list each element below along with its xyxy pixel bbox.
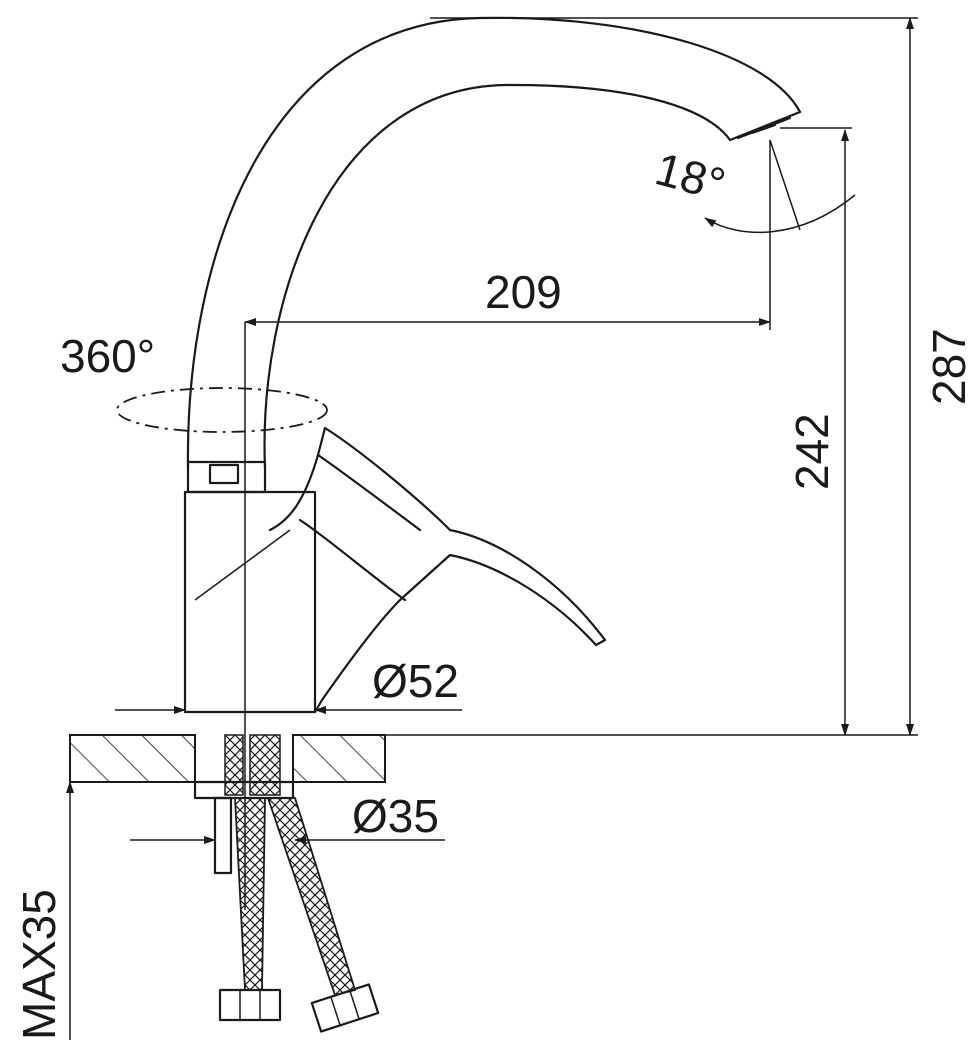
swivel-label: 360° <box>60 330 155 382</box>
swivel-indicator <box>116 387 328 433</box>
height-242-label: 242 <box>786 413 838 490</box>
supply-hoses <box>213 796 380 1033</box>
height-287-label: 287 <box>923 328 975 405</box>
angle-label: 18° <box>650 142 731 210</box>
body-diameter-label: Ø52 <box>372 655 459 707</box>
spout <box>186 16 802 470</box>
hole-diameter-label: Ø35 <box>352 790 439 842</box>
faucet-body <box>183 460 317 714</box>
max-thickness-label: MAX35 <box>13 889 65 1040</box>
countertop-section <box>69 734 386 800</box>
lever-handle <box>268 426 607 714</box>
reach-label: 209 <box>485 266 562 318</box>
